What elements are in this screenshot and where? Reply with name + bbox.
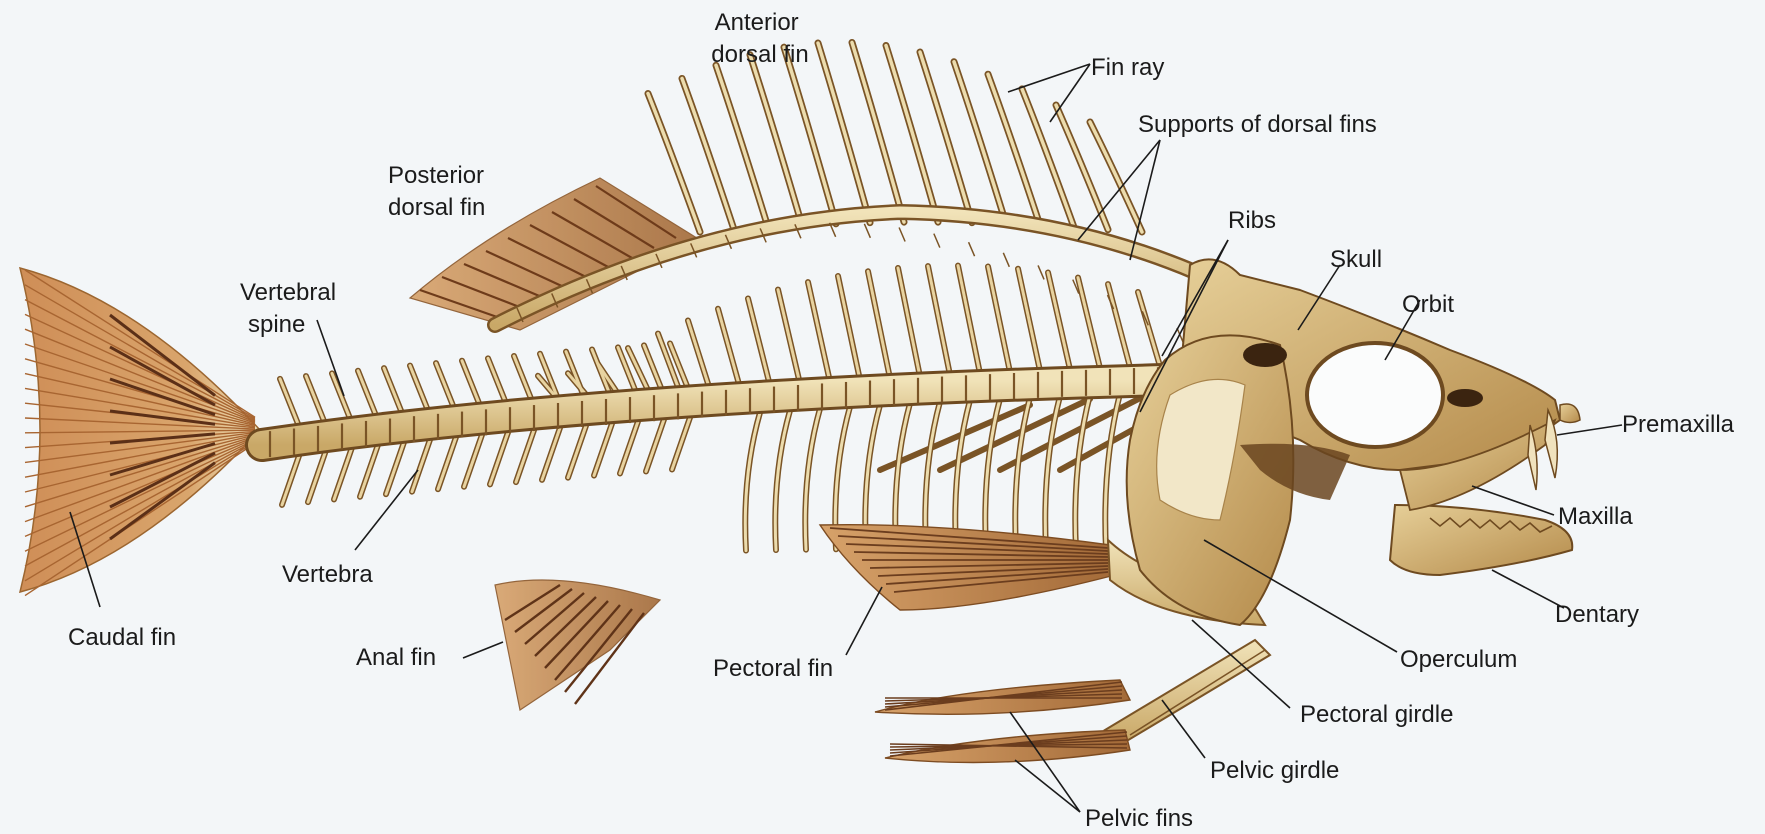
dorsal-support-segment bbox=[969, 242, 975, 256]
pelvic-fins bbox=[875, 680, 1130, 763]
label-skull: Skull bbox=[1330, 246, 1382, 273]
dorsal-support-segment bbox=[1003, 253, 1009, 267]
dorsal-support-segment bbox=[1038, 265, 1044, 279]
label-pectoral-fin: Pectoral fin bbox=[713, 655, 833, 682]
caudal-fin bbox=[20, 268, 260, 596]
label-vertebral-spine: Vertebral spine bbox=[240, 279, 343, 338]
vertebral-column bbox=[262, 367, 1165, 457]
label-anterior-dorsal-fin: Anterior dorsal fin bbox=[711, 9, 808, 68]
dorsal-support-segment bbox=[934, 234, 940, 248]
label-orbit: Orbit bbox=[1402, 291, 1454, 318]
label-caudal-fin: Caudal fin bbox=[68, 624, 176, 651]
label-pelvic-fins: Pelvic fins bbox=[1085, 805, 1193, 832]
pelvic-girdle bbox=[1105, 640, 1270, 742]
label-vertebra: Vertebra bbox=[282, 561, 373, 588]
label-pectoral-girdle: Pectoral girdle bbox=[1300, 701, 1453, 728]
label-pelvic-girdle: Pelvic girdle bbox=[1210, 757, 1339, 784]
skull bbox=[1127, 259, 1580, 625]
nasal-opening bbox=[1447, 389, 1483, 407]
label-posterior-dorsal-fin: Posterior dorsal fin bbox=[388, 162, 491, 221]
label-maxilla: Maxilla bbox=[1558, 503, 1633, 530]
dorsal-support-segment bbox=[899, 227, 905, 241]
label-operculum: Operculum bbox=[1400, 646, 1517, 673]
label-dentary: Dentary bbox=[1555, 601, 1639, 628]
orbit bbox=[1307, 343, 1443, 447]
anal-fin bbox=[495, 580, 660, 710]
skull-foramen bbox=[1243, 343, 1287, 367]
label-ribs: Ribs bbox=[1228, 207, 1276, 234]
pectoral-fin bbox=[820, 525, 1115, 610]
label-fin-ray: Fin ray bbox=[1091, 54, 1164, 81]
label-anal-fin: Anal fin bbox=[356, 644, 436, 671]
dentary bbox=[1390, 505, 1572, 575]
label-premaxilla: Premaxilla bbox=[1622, 411, 1735, 438]
label-supports-of-dorsal-fins: Supports of dorsal fins bbox=[1138, 111, 1377, 138]
